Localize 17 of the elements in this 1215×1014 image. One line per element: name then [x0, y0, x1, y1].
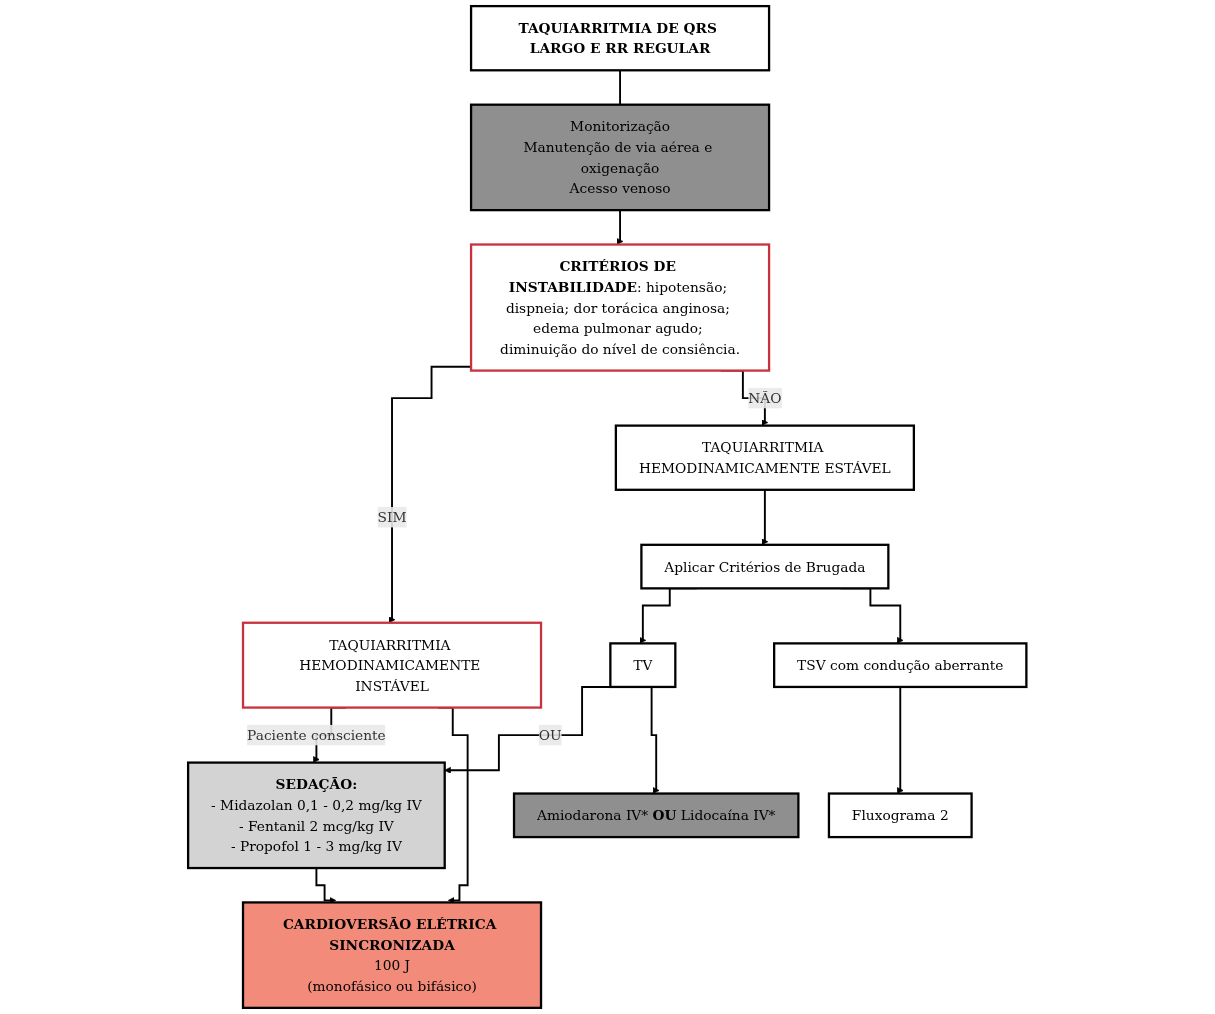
node-box: Aplicar Critérios de Brugada — [640, 543, 890, 590]
node-box: TAQUIARRITMIA DE QRS LARGO E RR REGULAR — [470, 4, 771, 72]
node-box: SEDAÇÃO: - Midazolan 0,1 - 0,2 mg/kg IV - Fentanil 2 mcg/kg IV - Propofol 1 - 3 mg/kg IV — [187, 761, 447, 870]
node-box: TAQUIARRITMIA HEMODINAMICAMENTE ESTÁVEL — [614, 424, 916, 491]
node-box: TV — [609, 642, 677, 689]
node-box: Fluxograma 2 — [828, 792, 973, 839]
node-box: Amiodarona IV* OU Lidocaína IV* — [513, 792, 800, 839]
edge-label: NÃO — [748, 390, 782, 407]
node-box: Monitorização Manutenção de via aérea e oxigenação Acesso venoso — [470, 103, 771, 212]
arrow — [897, 686, 904, 794]
node-box: CARDIOVERSÃO ELÉTRICA SINCRONIZADA 100 J (monofásico ou bifásico) — [242, 901, 543, 1009]
edge-label: Paciente consciente — [247, 727, 386, 744]
node-box: CRITÉRIOS DE INSTABILIDADE: hipotensão; dispneia; dor torácica anginosa; edema pulmonar agudo; diminuição do nível de consiência. — [470, 243, 771, 372]
edge-label: SIM — [377, 509, 407, 526]
edge-label: OU — [538, 727, 562, 744]
node-box: TAQUIARRITMIA HEMODINAMICAMENTE INSTÁVEL — [242, 621, 543, 709]
node-box: TSV com condução aberrante — [773, 642, 1028, 689]
